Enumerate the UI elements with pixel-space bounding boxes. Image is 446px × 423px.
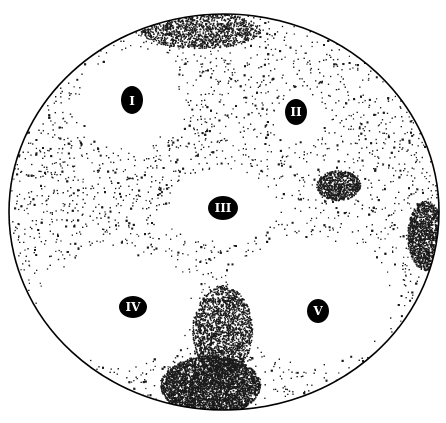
disc-II-label: II bbox=[290, 105, 302, 119]
disc-IV: IV bbox=[119, 296, 147, 318]
disc-III-label: III bbox=[215, 201, 232, 215]
disc-II: II bbox=[285, 99, 307, 125]
disc-I: I bbox=[121, 86, 143, 114]
disc-V: V bbox=[307, 299, 329, 323]
disc-III: III bbox=[208, 196, 238, 220]
disc-IV-label: IV bbox=[126, 300, 142, 314]
disc-I-label: I bbox=[129, 94, 135, 108]
disc-V-label: V bbox=[312, 304, 323, 318]
